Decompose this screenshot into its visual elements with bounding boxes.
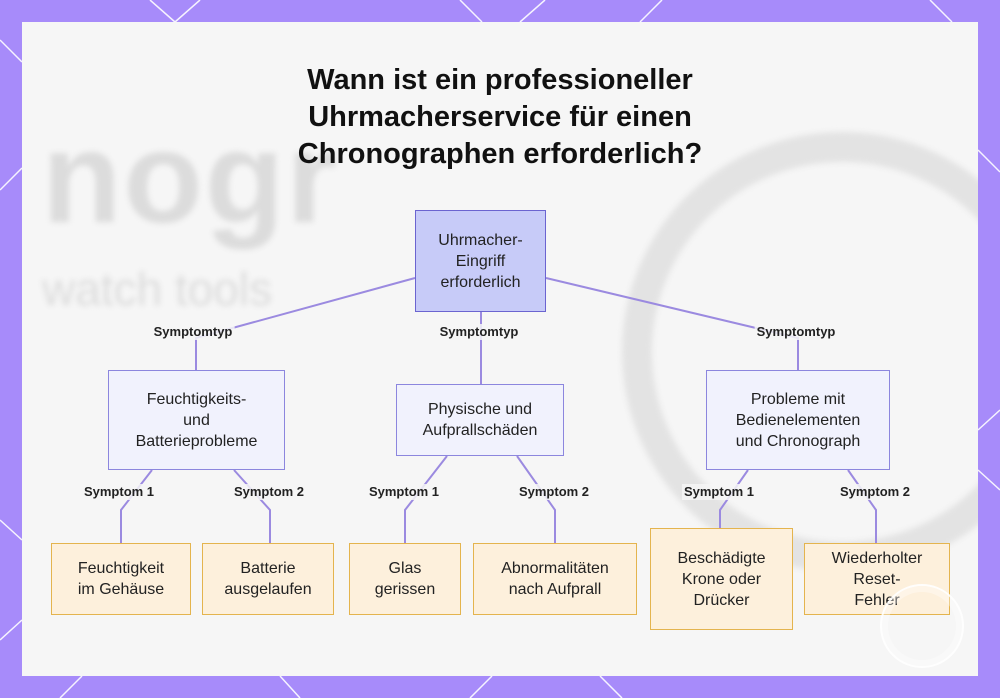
edge-label-symptomtyp: Symptomtyp — [437, 324, 521, 340]
edge-label-symptom-1: Symptom 1 — [81, 484, 157, 500]
leaf-node-repeated-reset-error: Wiederholter Reset- Fehler — [804, 543, 950, 615]
edge-cat2-leaf2 — [516, 455, 556, 543]
leaf-node-moisture-in-case: Feuchtigkeit im Gehäuse — [51, 543, 191, 615]
diagram-title: Wann ist ein professioneller Uhrmacherse… — [0, 62, 1000, 173]
edge-cat1-leaf2 — [233, 469, 271, 543]
title-line-2: Uhrmacherservice für einen — [308, 101, 692, 133]
edge-cat3-leaf2 — [847, 469, 877, 543]
edge-label-symptom-2: Symptom 2 — [837, 484, 913, 500]
edge-cat1-leaf1 — [120, 469, 153, 543]
edge-label-symptom-1: Symptom 1 — [366, 484, 442, 500]
root-node: Uhrmacher- Eingriff erforderlich — [415, 210, 546, 312]
leaf-node-battery-leaked: Batterie ausgelaufen — [202, 543, 334, 615]
title-line-1: Wann ist ein professioneller — [307, 64, 693, 96]
edge-label-symptom-2: Symptom 2 — [516, 484, 592, 500]
watermark-seal — [880, 584, 964, 668]
edge-label-symptom-1: Symptom 1 — [681, 484, 757, 500]
edge-cat3-leaf1 — [719, 469, 749, 528]
title-line-3: Chronographen erforderlich? — [297, 138, 703, 170]
leaf-node-impact-abnormalities: Abnormalitäten nach Aufprall — [473, 543, 637, 615]
edge-cat2-leaf1 — [404, 455, 448, 543]
edge-label-symptomtyp: Symptomtyp — [151, 324, 235, 340]
edge-label-symptomtyp: Symptomtyp — [754, 324, 838, 340]
category-node-moisture-battery: Feuchtigkeits- und Batterieprobleme — [108, 370, 285, 470]
category-node-controls-chronograph: Probleme mit Bedienelementen und Chronog… — [706, 370, 890, 470]
edge-label-symptom-2: Symptom 2 — [231, 484, 307, 500]
leaf-node-damaged-crown-pusher: Beschädigte Krone oder Drücker — [650, 528, 793, 630]
category-node-physical-impact: Physische und Aufprallschäden — [396, 384, 564, 456]
leaf-node-glass-cracked: Glas gerissen — [349, 543, 461, 615]
